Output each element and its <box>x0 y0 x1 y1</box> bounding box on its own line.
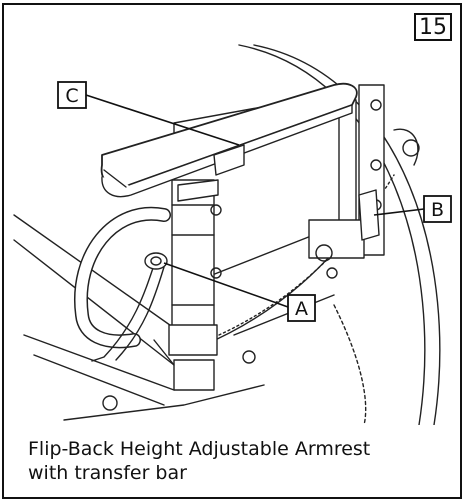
callout-a: A <box>287 294 316 322</box>
callout-b: B <box>423 195 452 223</box>
caption-line-1: Flip-Back Height Adjustable Armrest <box>28 438 371 460</box>
figure-number: 15 <box>419 14 447 40</box>
figure-caption: Flip-Back Height Adjustable Armrest with… <box>28 437 448 485</box>
callout-b-label: B <box>431 199 444 221</box>
figure-number-badge: 15 <box>414 13 452 41</box>
callout-a-leader <box>163 262 289 308</box>
caption-line-2: with transfer bar <box>28 462 187 484</box>
figure-frame: C B A 15 Flip-Back Height Adjustable Arm… <box>2 3 462 499</box>
callout-a-label: A <box>295 298 308 320</box>
callout-c: C <box>57 81 87 109</box>
callout-c-leader <box>85 94 240 146</box>
armrest-illustration: C B A <box>13 44 452 425</box>
callout-c-label: C <box>65 85 78 107</box>
callout-b-leader <box>373 208 425 216</box>
